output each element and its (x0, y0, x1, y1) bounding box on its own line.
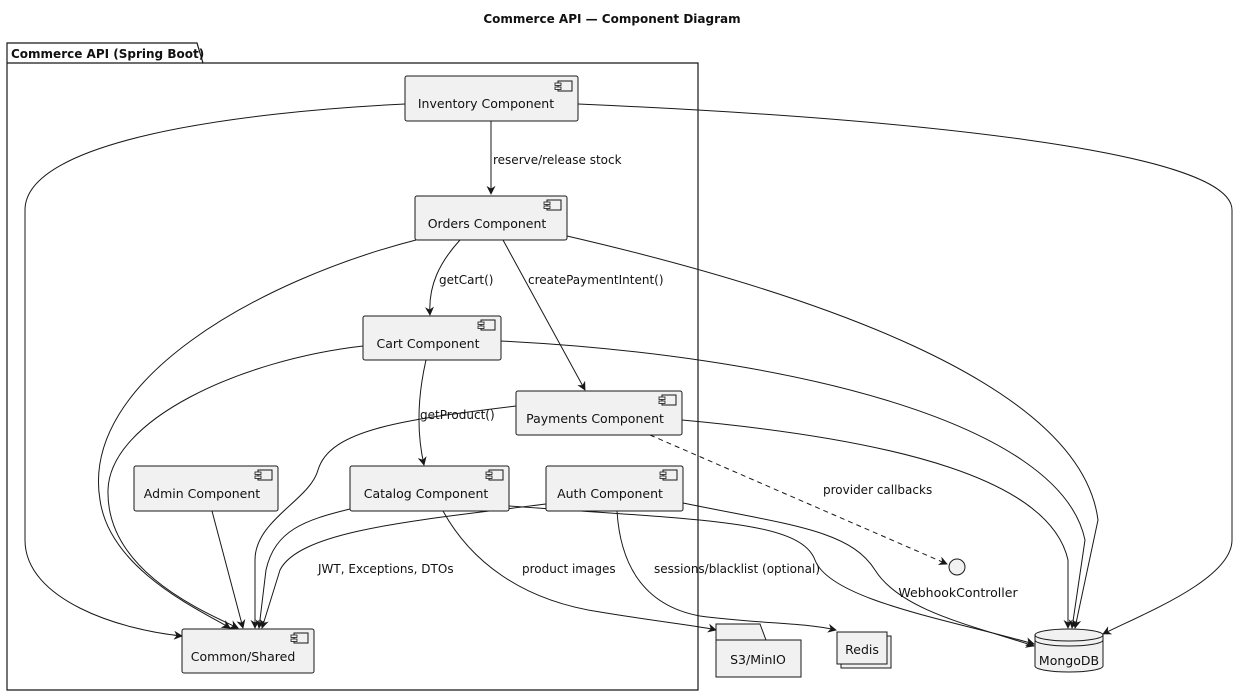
redis-collections[interactable]: Redis (836, 631, 892, 669)
component-inventory[interactable]: Inventory Component (404, 75, 579, 122)
diagram-title: Commerce API — Component Diagram (483, 12, 740, 26)
edge-orders-payments (502, 239, 586, 391)
component-icon (658, 394, 677, 406)
edge-catalog-s3 (442, 510, 717, 633)
edge-auth-redis (616, 510, 837, 633)
component-icon (290, 632, 309, 644)
component-icon (659, 469, 678, 481)
component-icon (543, 199, 562, 211)
component-admin[interactable]: Admin Component (133, 465, 279, 512)
component-icon (554, 80, 573, 92)
edge-labels: reserve/release stock getCart() createPa… (317, 153, 932, 576)
package-label: Commerce API (Spring Boot) (11, 47, 204, 61)
edge-orders-common (98, 239, 417, 629)
label-sessions: sessions/blacklist (optional) (654, 562, 820, 576)
s3-label: S3/MinIO (730, 652, 786, 667)
edge-cart-common (107, 345, 364, 629)
component-catalog[interactable]: Catalog Component (349, 465, 510, 512)
edge-payments-mongodb (681, 419, 1073, 629)
edge-auth-mongodb (682, 502, 1035, 648)
edge-payments-common (250, 405, 517, 629)
component-common-label: Common/Shared (191, 649, 296, 664)
component-payments-label: Payments Component (526, 411, 664, 426)
webhook-interface[interactable]: WebhookController (898, 558, 1018, 600)
edge-cart-mongodb (500, 340, 1086, 629)
edges (24, 103, 1233, 648)
component-common[interactable]: Common/Shared (181, 628, 315, 674)
component-cart[interactable]: Cart Component (362, 315, 502, 361)
label-provider-callbacks: provider callbacks (823, 483, 932, 497)
redis-label: Redis (845, 642, 879, 657)
component-cart-label: Cart Component (377, 336, 480, 351)
edge-admin-common (211, 510, 246, 629)
component-admin-label: Admin Component (144, 486, 260, 501)
label-create-payment: createPaymentIntent() (528, 273, 664, 287)
component-orders[interactable]: Orders Component (414, 195, 568, 241)
component-auth-label: Auth Component (557, 486, 663, 501)
s3-folder[interactable]: S3/MinIO (715, 623, 802, 678)
edge-orders-cart (424, 239, 461, 316)
component-payments[interactable]: Payments Component (515, 390, 683, 436)
component-auth[interactable]: Auth Component (545, 465, 684, 512)
label-product-images: product images (522, 562, 616, 576)
mongodb-label: MongoDB (1039, 653, 1099, 668)
edge-inventory-common (24, 103, 406, 640)
edge-inventory-mongodb (577, 103, 1233, 635)
label-get-product: getProduct() (420, 408, 495, 422)
edge-catalog-common (255, 508, 351, 629)
edge-cart-catalog (417, 359, 427, 466)
edge-payments-webhook (649, 434, 948, 565)
package-commerce-api: Commerce API (Spring Boot) (6, 42, 699, 691)
label-reserve-release: reserve/release stock (493, 153, 622, 167)
label-get-cart: getCart() (439, 273, 493, 287)
component-inventory-label: Inventory Component (418, 96, 554, 111)
component-icon (477, 319, 496, 331)
edge-catalog-mongodb (508, 505, 1035, 647)
component-icon (254, 469, 273, 481)
edge-orders-mongodb (566, 235, 1099, 629)
component-orders-label: Orders Component (428, 216, 547, 231)
label-jwt: JWT, Exceptions, DTOs (317, 562, 454, 576)
component-icon (485, 469, 504, 481)
webhook-label: WebhookController (898, 585, 1018, 600)
mongodb-database[interactable]: MongoDB (1034, 628, 1104, 673)
component-catalog-label: Catalog Component (364, 486, 489, 501)
